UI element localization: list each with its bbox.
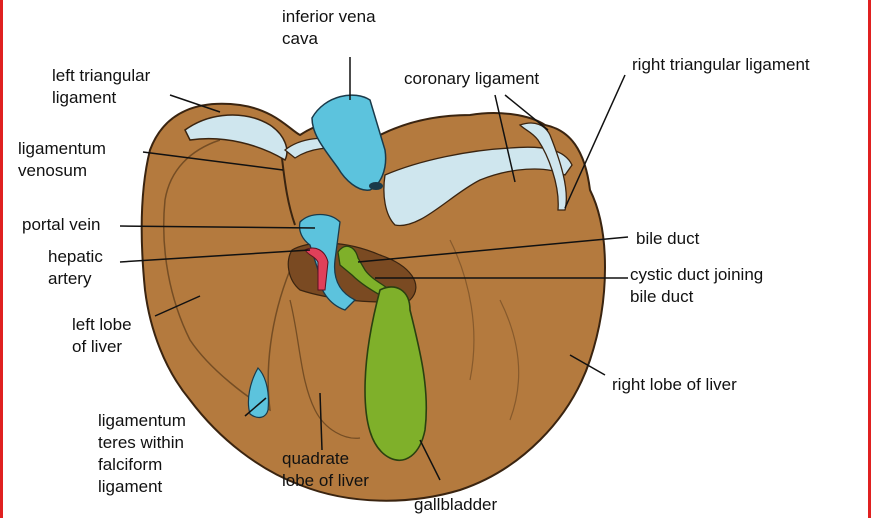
label-line: coronary ligament (404, 68, 539, 90)
label-inferior-vena-cava: inferior vena cava (282, 6, 376, 50)
label-line: right triangular ligament (632, 54, 810, 76)
label-line: left triangular (52, 65, 150, 87)
label-line: gallbladder (414, 494, 497, 516)
label-line: of liver (72, 336, 132, 358)
label-hepatic-artery: hepatic artery (48, 246, 103, 290)
label-line: falciform (98, 454, 186, 476)
label-ligamentum-venosum: ligamentum venosum (18, 138, 106, 182)
label-line: left lobe (72, 314, 132, 336)
label-line: ligament (52, 87, 150, 109)
label-line: ligamentum (98, 410, 186, 432)
label-bile-duct: bile duct (636, 228, 699, 250)
label-line: lobe of liver (282, 470, 369, 492)
label-line: ligament (98, 476, 186, 498)
label-line: inferior vena (282, 6, 376, 28)
label-line: right lobe of liver (612, 374, 737, 396)
label-left-lobe: left lobe of liver (72, 314, 132, 358)
label-quadrate-lobe: quadrate lobe of liver (282, 448, 369, 492)
leader-right-triangular-ligament (565, 75, 625, 208)
label-left-triangular-ligament: left triangular ligament (52, 65, 150, 109)
label-line: artery (48, 268, 103, 290)
label-right-lobe: right lobe of liver (612, 374, 737, 396)
label-line: teres within (98, 432, 186, 454)
label-portal-vein: portal vein (22, 214, 100, 236)
label-right-triangular-ligament: right triangular ligament (632, 54, 810, 76)
label-line: cystic duct joining (630, 264, 763, 286)
label-coronary-ligament: coronary ligament (404, 68, 539, 90)
label-line: cava (282, 28, 376, 50)
label-line: bile duct (630, 286, 763, 308)
label-cystic-duct: cystic duct joining bile duct (630, 264, 763, 308)
label-gallbladder: gallbladder (414, 494, 497, 516)
ivc-opening (369, 182, 383, 190)
label-line: bile duct (636, 228, 699, 250)
label-line: ligamentum (18, 138, 106, 160)
label-line: portal vein (22, 214, 100, 236)
label-line: venosum (18, 160, 106, 182)
label-line: hepatic (48, 246, 103, 268)
label-ligamentum-teres: ligamentum teres within falciform ligame… (98, 410, 186, 498)
label-line: quadrate (282, 448, 369, 470)
